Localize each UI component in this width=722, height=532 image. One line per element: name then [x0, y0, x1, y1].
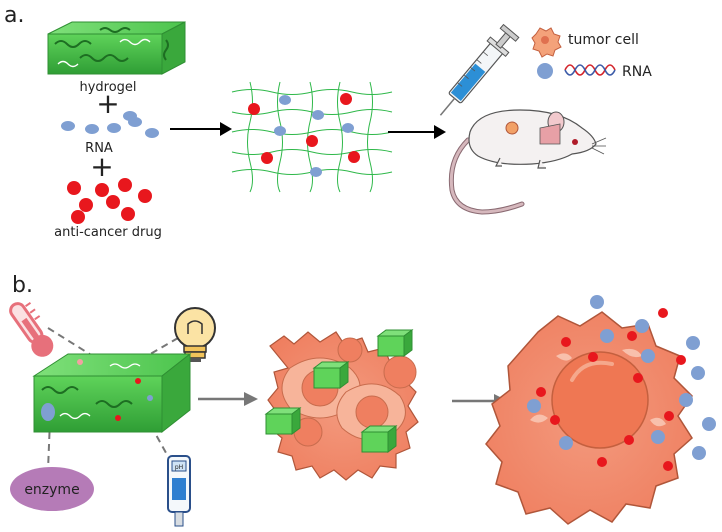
rna-dots-group [61, 111, 159, 138]
legend-rna-dot [537, 63, 553, 79]
rna-label: RNA [85, 141, 113, 156]
network-rna-dots [274, 95, 354, 177]
plus-sign-2: + [90, 150, 113, 183]
legend-rna-label: RNA [622, 64, 652, 80]
plus-sign-1: + [96, 87, 119, 120]
panel-b-label: b. [12, 273, 33, 298]
gel-cube [360, 425, 398, 453]
thermometer-icon [9, 301, 54, 357]
hydrogel-label: hydrogel [79, 80, 136, 95]
hydrogel-block-icon [47, 21, 186, 75]
mouse-icon [448, 109, 607, 215]
ph-meter-icon: pH [167, 455, 191, 527]
syringe-icon [439, 23, 520, 116]
arrow-to-mouse [388, 125, 446, 139]
released-drug-dots [536, 308, 686, 471]
enzyme-blob [10, 467, 94, 511]
lightbulb-icon [174, 307, 216, 362]
hydrogel-block-stimuli-icon [32, 352, 192, 434]
hydrogel-cubes-in-tumor [264, 329, 414, 453]
network-drug-dots [248, 93, 360, 164]
hydrogel-network [231, 81, 393, 193]
tumor-cell-icon [531, 27, 562, 58]
legend-tumor-cell-label: tumor cell [568, 32, 639, 48]
drug-label: anti-cancer drug [54, 225, 162, 240]
drug-dots-group [67, 178, 152, 224]
gel-cube [264, 407, 302, 435]
arrow-to-network [170, 122, 232, 136]
released-rna-dots [527, 295, 716, 460]
legend: tumor cell RNA [531, 27, 652, 80]
ph-meter-text: pH [175, 464, 183, 471]
rna-strand-icon [564, 64, 616, 76]
enzyme-label: enzyme [24, 482, 79, 498]
gel-cube [376, 329, 414, 357]
arrow-to-tumor-cells [198, 392, 258, 406]
single-tumor-cell [485, 311, 693, 525]
gel-cube [312, 361, 350, 389]
panel-a-label: a. [4, 3, 24, 28]
